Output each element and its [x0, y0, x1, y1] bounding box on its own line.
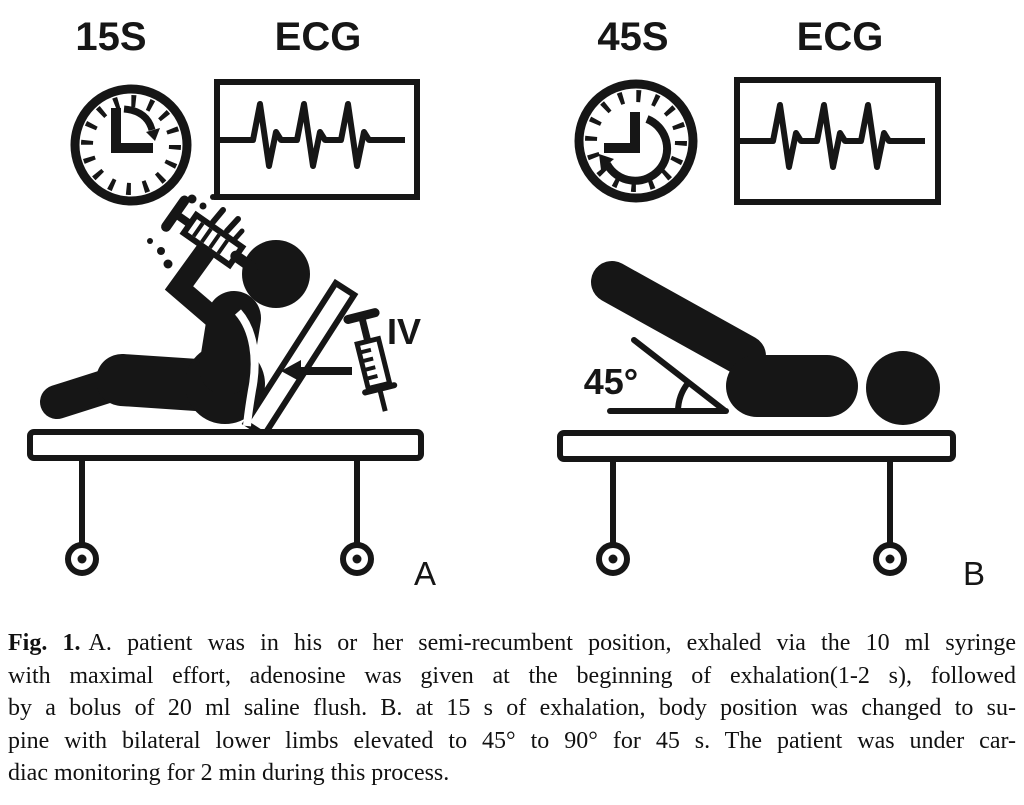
spray-droplets — [147, 194, 245, 269]
caption-line: pine with bilateral lower limbs elevated… — [8, 727, 1016, 754]
timer-a-label: 15S — [75, 15, 146, 59]
bed — [27, 429, 424, 576]
panel-a: 15S ECG — [27, 15, 436, 592]
ecg-monitor-icon — [734, 77, 941, 205]
ecg-b-label: ECG — [797, 15, 884, 59]
figure-caption: Fig. 1. A. patient was in his or her semi… — [8, 627, 1016, 790]
back-contour-line — [234, 309, 259, 427]
angle-marker — [607, 337, 729, 414]
exhalation-syringe-icon — [147, 194, 258, 274]
clock-icon — [574, 79, 698, 203]
wheel-icon — [340, 542, 374, 576]
backrest-board — [241, 278, 359, 440]
caption-line: by a bolus of 20 ml saline flush. B. at … — [8, 695, 1016, 722]
caption-line: with maximal effort, adenosine was given… — [8, 662, 1016, 689]
clock-icon — [70, 84, 192, 206]
panel-b-letter: B — [963, 555, 985, 592]
patient-semi-recumbent — [40, 240, 310, 427]
angle-label: 45° — [584, 361, 638, 402]
figure-illustration: 15S ECG — [27, 15, 985, 592]
timer-b-label: 45S — [597, 15, 668, 59]
caption-line: diac monitoring for 2 min during this pr… — [8, 760, 450, 787]
bed — [557, 430, 956, 576]
arrow-left-icon — [281, 360, 352, 382]
iv-label: IV — [387, 311, 421, 352]
patient-head — [866, 351, 940, 425]
wheel-icon — [65, 542, 99, 576]
ecg-monitor-icon — [214, 79, 420, 200]
figure-caption-label: Fig. 1. — [8, 630, 81, 656]
patient-supine-legs-elevated — [591, 261, 940, 425]
ecg-a-label: ECG — [275, 15, 362, 59]
caption-line: Fig. 1. A. patient was in his or her semi… — [8, 627, 1016, 660]
wheel-icon — [873, 542, 907, 576]
panel-b: 45S ECG 45° — [557, 15, 985, 592]
caption-text: A. patient was in his or her semi-recumb… — [88, 630, 1017, 656]
iv-syringe-icon — [343, 308, 398, 412]
panel-a-letter: A — [414, 555, 436, 592]
wheel-icon — [596, 542, 630, 576]
patient-head — [242, 240, 310, 308]
